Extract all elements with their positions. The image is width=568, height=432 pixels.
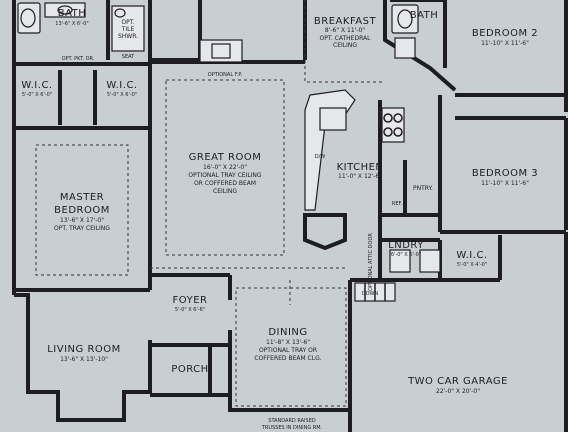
wic-right-size: 5'-0" X 6'-0" — [107, 92, 137, 98]
trusses-note-1: STANDARD RAISED — [268, 418, 316, 424]
wic-3-name: W.I.C. — [456, 250, 487, 261]
kitchen-name: KITCHEN — [337, 162, 384, 173]
refrigerator-label: REF. — [392, 201, 403, 207]
great-room-note-3: CEILING — [213, 188, 237, 195]
wic-3-size: 5'-0" X 4'-0" — [457, 262, 487, 268]
living-room-name: LIVING ROOM — [47, 344, 121, 355]
fixtures — [17, 2, 441, 302]
bedroom-3-name: BEDROOM 3 — [472, 168, 538, 179]
great-room-size: 16'-0" X 22'-0" — [203, 164, 247, 171]
room-labels: BATH 13'-6" X 6'-0" OPT. TILE SHWR. SEAT… — [21, 8, 538, 431]
wic-right-name: W.I.C. — [106, 80, 137, 91]
breakfast-note-1: OPT. CATHEDRAL — [320, 35, 372, 42]
wic-left-size: 5'-0" X 6'-0" — [22, 92, 52, 98]
attic-door-note: OPTIONAL ATTIC DOOR — [368, 233, 374, 291]
breakfast-size: 8'-6" X 11'-0" — [325, 27, 365, 34]
great-room-note-2: OR COFFERED BEAM — [194, 180, 256, 187]
opt-pkt-dr-left: OPT. PKT. DR. — [62, 56, 95, 62]
dining-note-2: COFFERED BEAM CLG. — [254, 355, 321, 362]
dishwasher-label: D/W — [315, 154, 326, 160]
master-bedroom-note: OPT. TRAY CEILING — [54, 225, 110, 232]
dining-note-1: OPTIONAL TRAY OR — [259, 347, 317, 354]
laundry-name: LNDRY — [388, 240, 424, 251]
porch-name: PORCH — [171, 364, 208, 375]
bath-master-size: 13'-6" X 6'-0" — [55, 21, 88, 27]
bedroom-2-size: 11'-10" X 11'-6" — [481, 40, 529, 47]
dining-name: DINING — [268, 327, 307, 338]
foyer-name: FOYER — [173, 295, 208, 306]
bedroom-2-name: BEDROOM 2 — [472, 28, 538, 39]
breakfast-note-2: CEILING — [333, 42, 357, 49]
bath-2-name: BATH — [410, 10, 439, 21]
great-room-note-1: OPTIONAL TRAY CEILING — [188, 172, 261, 179]
master-bedroom-name-1: MASTER — [60, 192, 104, 203]
garage-size: 22'-0" X 20'-0" — [436, 388, 480, 395]
laundry-size: 6'-0" X 6'-0" — [391, 252, 421, 258]
trusses-note-2: TRUSSES IN DINING RM. — [261, 425, 323, 431]
shower-label-1: OPT. — [121, 19, 134, 26]
great-room-name: GREAT ROOM — [189, 152, 262, 163]
foyer-size: 5'-0" X 6'-6" — [175, 307, 205, 313]
shower-label-2: TILE — [121, 26, 135, 33]
fireplace-note: OPTIONAL F.P. — [208, 72, 243, 78]
shower-label-3: SHWR. — [118, 33, 138, 40]
dining-size: 11'-8" X 13'-6" — [266, 339, 310, 346]
wic-left-name: W.I.C. — [21, 80, 52, 91]
garage-name: TWO CAR GARAGE — [407, 376, 508, 387]
bath-master-name: BATH — [58, 8, 87, 19]
living-room-size: 13'-6" X 13'-10" — [60, 356, 108, 363]
down-label: DOWN — [362, 291, 379, 297]
seat-label: SEAT — [122, 54, 135, 60]
pantry-name: PNTRY. — [413, 185, 433, 192]
kitchen-size: 11'-0" X 12'-6" — [338, 173, 382, 180]
master-bedroom-size: 13'-6" X 17'-0" — [60, 217, 104, 224]
breakfast-name: BREAKFAST — [314, 16, 377, 27]
master-bedroom-name-2: BEDROOM — [54, 205, 110, 216]
bedroom-3-size: 11'-10" X 11'-6" — [481, 180, 529, 187]
ceiling-lines — [35, 0, 385, 407]
